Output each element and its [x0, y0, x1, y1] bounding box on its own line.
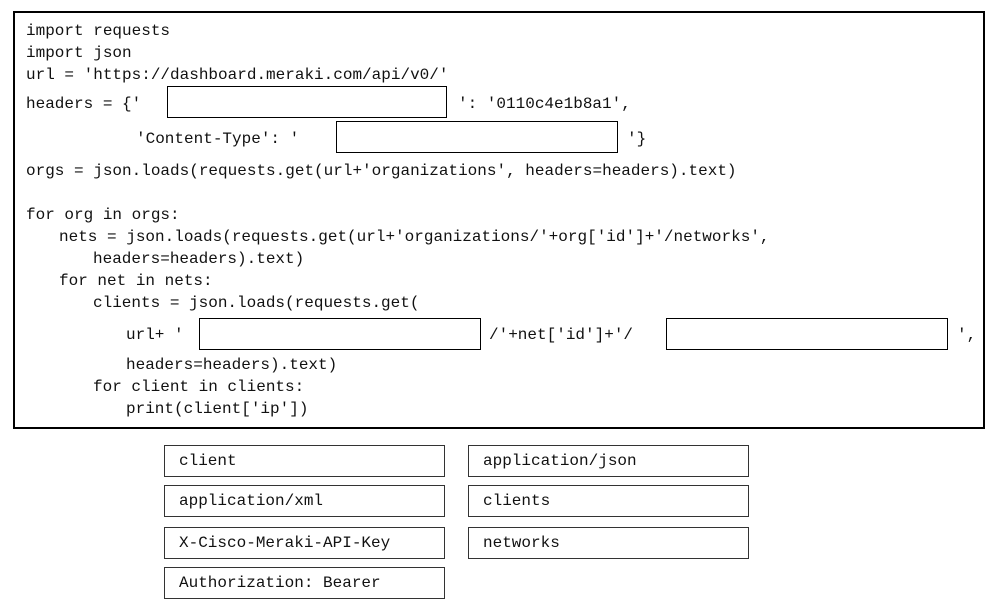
code-panel: import requests import json url = 'https… [13, 11, 985, 429]
option-x-cisco-meraki-api-key[interactable]: X-Cisco-Meraki-API-Key [164, 527, 445, 559]
drop-zone-url-endpoint[interactable] [666, 318, 948, 350]
code-line-4-prefix: headers = {' [26, 95, 142, 113]
code-line-12-middle: /'+net['id']+'/ [489, 326, 634, 344]
code-line-9: headers=headers).text) [93, 250, 305, 268]
option-authorization-bearer[interactable]: Authorization: Bearer [164, 567, 445, 599]
code-line-8: nets = json.loads(requests.get(url+'orga… [59, 228, 770, 246]
code-line-7: for org in orgs: [26, 206, 180, 224]
code-line-6: orgs = json.loads(requests.get(url+'orga… [26, 162, 737, 180]
code-line-12-suffix: ', [957, 326, 977, 344]
code-line-12-prefix: url+ ' [126, 326, 184, 344]
code-line-2: import json [26, 44, 132, 62]
option-application-xml[interactable]: application/xml [164, 485, 445, 517]
code-line-10: for net in nets: [59, 272, 213, 290]
code-line-1: import requests [26, 22, 171, 40]
option-clients[interactable]: clients [468, 485, 749, 517]
option-application-json[interactable]: application/json [468, 445, 749, 477]
option-networks[interactable]: networks [468, 527, 749, 559]
code-line-5-prefix: 'Content-Type': ' [136, 130, 300, 148]
code-line-4-suffix: ': '0110c4e1b8a1', [458, 95, 631, 113]
drop-zone-url-resource[interactable] [199, 318, 481, 350]
drop-zone-content-type[interactable] [336, 121, 618, 153]
code-line-11: clients = json.loads(requests.get( [93, 294, 420, 312]
code-line-14: for client in clients: [93, 378, 305, 396]
drop-zone-header-key[interactable] [167, 86, 447, 118]
code-line-3: url = 'https://dashboard.meraki.com/api/… [26, 66, 449, 84]
code-line-15: print(client['ip']) [126, 400, 309, 418]
option-client[interactable]: client [164, 445, 445, 477]
code-line-5-suffix: '} [627, 130, 647, 148]
code-line-13: headers=headers).text) [126, 356, 338, 374]
